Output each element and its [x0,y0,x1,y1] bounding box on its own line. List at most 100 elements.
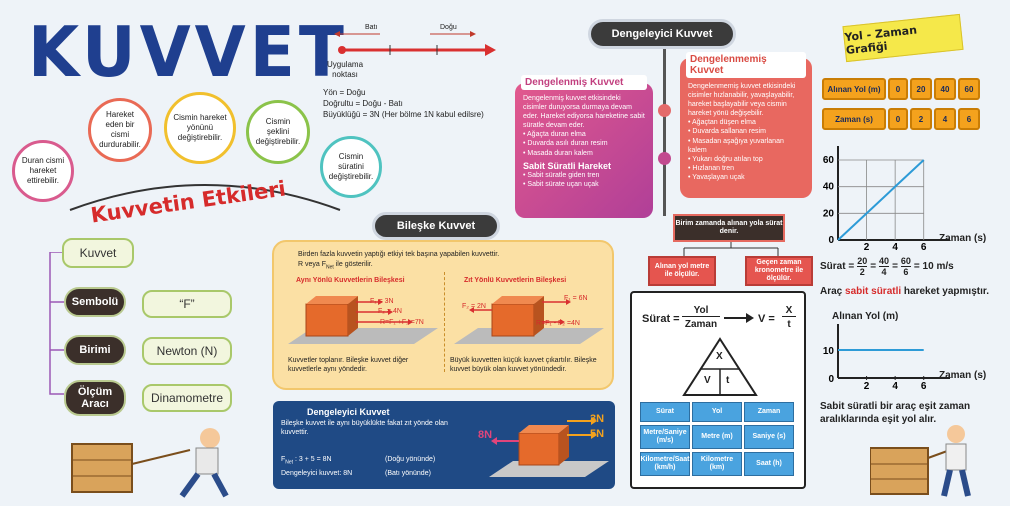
opposite-direction-diagram [454,296,604,344]
unit-table-cell: Metre (m) [692,425,742,449]
calc-result: = 10 m/s [913,261,954,272]
balanced-list: Ağaçta duran elma Duvarda asılı duran re… [523,130,645,157]
list-item: Masadan aşağıya yuvarlanan kalem [688,137,804,155]
distance-cell: 20 [910,78,932,100]
dengeleyici-example-panel: Dengeleyici Kuvvet Bileşke kuvvet ile ay… [273,401,615,489]
bileske-intro: Birden fazla kuvvetin yaptığı etkiyi tek… [298,251,500,258]
formula-triangle [682,337,758,396]
effect-bubble: Cismin hareket yönünü değiştirebilir. [164,92,236,164]
constant-speed-note: Araç sabit süratli hareket yapmıştır. [820,286,989,297]
unbalanced-desc: Dengelenmemiş kuvvet etkisindeki cisimle… [688,83,796,118]
formula-den: Zaman [684,319,718,330]
list-item: Yukarı doğru atılan top [688,155,804,164]
bileske-notation: R veya FNet ile gösterilir. [298,261,373,271]
x-tick-label: 4 [892,242,898,250]
tree-label-unit: Birimi [64,335,126,365]
same-result: R=F₁ +F₂ =7N [380,319,424,326]
opp-result: R=F₁ - F₂ =4N [536,320,580,327]
list-item: Masada duran kalem [523,149,645,158]
dengeleyici-diagram [489,417,609,477]
tree-value-unit: Newton (N) [142,337,232,365]
constant-speed-title: Sabit Süratli Hareket [523,160,612,171]
effect-bubble: Duran cismi hareket ettirebilir. [12,140,74,202]
distance-note: Alınan yol metre ile ölçülür. [648,256,716,286]
speed-connectors [683,242,779,256]
force-8n: 8N [478,429,493,441]
unit-table-cell: Saniye (s) [744,425,794,449]
constant-speed-list: Sabit süratle giden tren Sabit sürate uç… [523,171,645,189]
same-direction-diagram [288,296,438,344]
effects-arc [69,184,341,211]
time-row-label: Zaman (s) [822,108,886,130]
unit-table-cell: Saat (h) [744,452,794,476]
tree-value-tool: Dinamometre [142,384,232,412]
time-cell: 2 [910,108,932,130]
effect-bubble: Cismin şeklini değiştirebilir. [246,100,310,164]
dengeleyici-example-desc: Bileşke kuvvet ile aynı büyüklükte fakat… [281,420,448,437]
bileske-header: Bileşke Kuvvet [372,212,500,240]
graph-title: Yol - Zaman Grafiği [842,13,964,63]
timeline-line [663,36,666,216]
force-3n: 3N [590,413,605,425]
time-note: Geçen zaman kronometre ile ölçülür. [745,256,813,286]
direction-value: Yön = Doğu [323,88,366,97]
time-cell: 6 [958,108,980,130]
effect-bubble: Hareket eden bir cismi durdurabilir. [88,98,152,162]
distance-cell: 0 [888,78,908,100]
y-tick-label: 0 [828,235,834,246]
application-point-label: Uygulama noktası [327,60,364,79]
unbalanced-title: Dengelenmemiş Kuvvet [686,52,806,78]
opp-f1: F₁ = 6N [564,295,588,302]
unbalanced-list: Ağaçtan düşen elma Duvarda sallanan resi… [688,118,804,182]
x-tick-label: 2 [864,381,870,392]
series-line [837,159,925,241]
g2-ylabel: Alınan Yol (m) [832,311,899,322]
effect-bubble: Cismin süratini değiştirebilir. [320,136,382,198]
timeline-dot [658,152,671,165]
list-item: Ağaçtan düşen elma [688,118,804,127]
list-item: Hızlanan tren [688,164,804,173]
balancing-line: Dengeleyici kuvvet: 8N [281,470,353,477]
time-cell: 4 [934,108,956,130]
speed-definition: Birim zamanda alınan yola sürat denir. [673,214,785,242]
same-f2: F₂ = 4N [378,308,402,315]
opposite-direction-title: Zıt Yönlü Kuvvetlerin Bileşkesi [464,277,567,284]
y-tick-label: 40 [823,182,835,193]
balanced-title: Dengelenmiş Kuvvet [521,75,647,90]
g1-xlabel: Zaman (s) [939,233,987,244]
tree-label-symbol: Sembolü [64,287,126,317]
x-tick-label: 4 [892,381,898,392]
dengeleyici-example-title: Dengeleyici Kuvvet [307,407,390,417]
east-label: Doğu [440,24,457,31]
list-item: Duvarda asılı duran resim [523,139,645,148]
unbalanced-force-card: Dengelenmemiş Kuvvet Dengelenmemiş kuvve… [680,52,812,198]
x-tick-label: 6 [921,381,927,392]
formula-left: Sürat = [642,313,680,325]
magnitude-value: Büyüklüğü = 3N (Her bölme 1N kabul edils… [323,110,484,119]
list-item: Sabit süratle giden tren [523,171,645,180]
opposite-direction-desc: Büyük kuvvetten küçük kuvvet çıkartılır.… [450,357,597,374]
formula-v: V = [758,313,775,325]
person-pushing-box-illustration [870,425,971,497]
distance-cell: 60 [958,78,980,100]
opp-f2: F₂ = 2N [462,303,486,310]
formula-vnum: X [782,305,796,317]
y-tick-label: 20 [823,208,835,219]
x-tick-label: 6 [921,242,927,250]
direction-arrows [334,31,496,56]
list-item: Sabit sürate uçan uçak [523,180,645,189]
y-tick-label: 0 [828,374,834,385]
line-value: Doğrultu = Doğu - Batı [323,99,403,108]
tree-connectors [49,252,64,395]
formula-vden: t [787,319,791,330]
tri-v: V [704,375,711,386]
tri-t: t [726,375,730,386]
force-5n: 5N [590,428,605,440]
unit-table-cell: Kilometre (km) [692,452,742,476]
balanced-desc: Dengelenmiş kuvvet etkisindeki cisimler … [523,95,645,130]
calc-label: Sürat = [820,261,855,272]
